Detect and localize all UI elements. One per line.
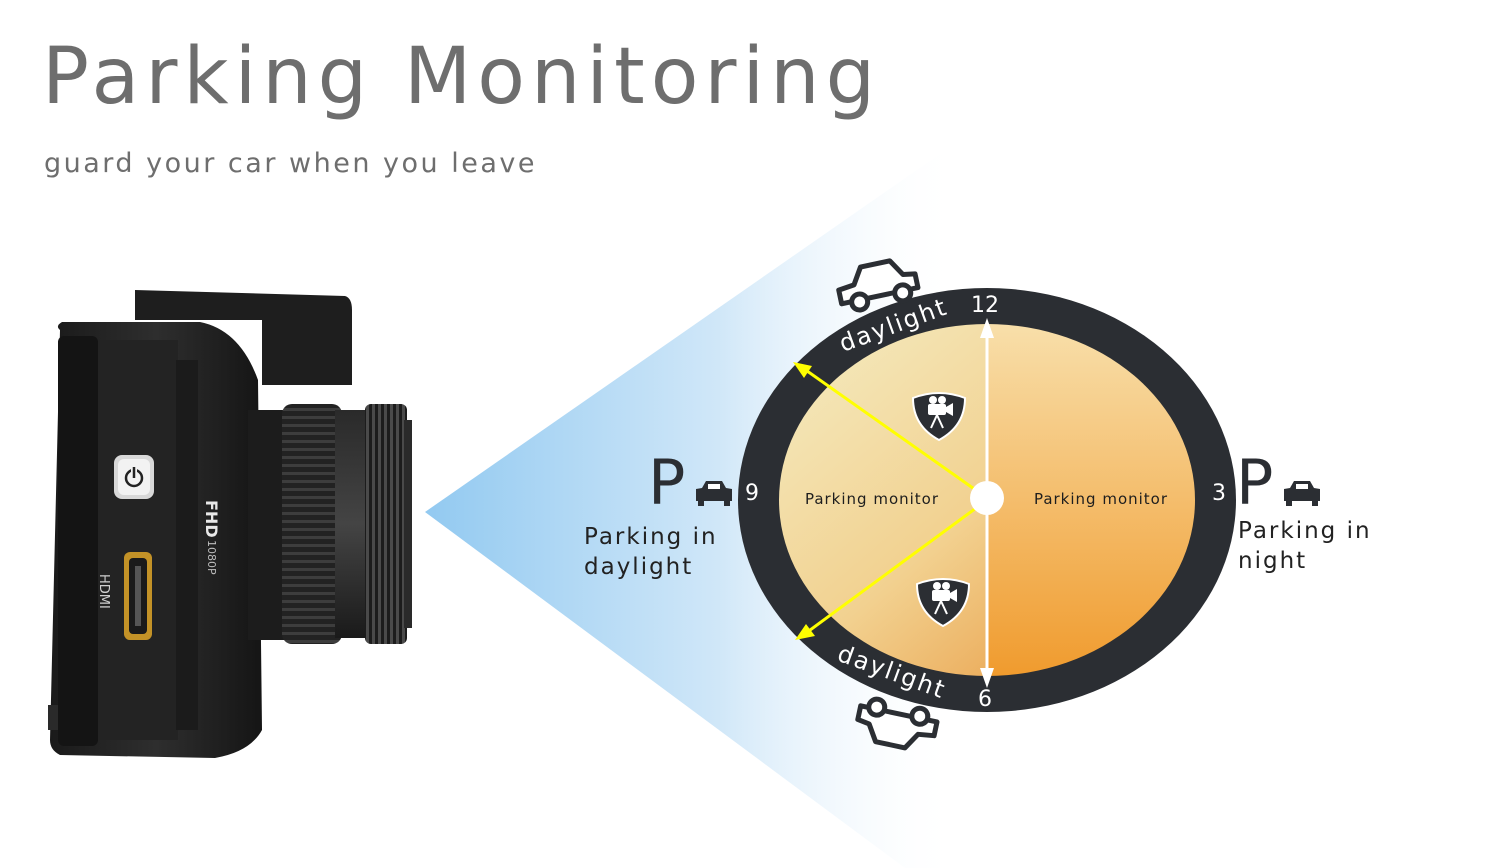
clock-hour-12: 12 [971, 293, 999, 318]
parking-p-day: P [648, 446, 685, 519]
parking-car-icon [1284, 481, 1320, 506]
parking-p-night: P [1236, 446, 1273, 519]
parking-clock: 12 3 6 9 daylight daylight Parking monit… [738, 288, 1236, 712]
clock-hour-6: 6 [978, 687, 992, 712]
parking-symbol-day: P [648, 446, 732, 519]
parking-night-line2: night [1238, 548, 1308, 574]
parking-symbol-night: P [1236, 446, 1320, 519]
car-icon-bottom [855, 696, 940, 751]
fhd-label: FHD [202, 500, 221, 538]
hdmi-label: HDMI [96, 574, 111, 609]
clock-hand-top [793, 362, 988, 500]
resolution-label: 1080P [205, 540, 218, 575]
clock-hand-bottom [795, 498, 988, 640]
view-beam [425, 140, 960, 868]
parking-monitor-right: Parking monitor [1034, 490, 1168, 508]
parking-night-line1: Parking in [1238, 518, 1372, 544]
car-icon-top [836, 258, 921, 313]
parking-night-label: Parking in night [1238, 516, 1372, 576]
parking-daylight-label: Parking in daylight [584, 522, 718, 582]
security-camera-shield-icon [911, 392, 967, 442]
parking-daylight-line2: daylight [584, 554, 694, 580]
dash-camera: HDMI FHD 1080P [48, 290, 412, 758]
power-icon[interactable] [124, 466, 144, 488]
page-title: Parking Monitoring [42, 32, 882, 122]
security-camera-shield-icon [915, 578, 971, 628]
parking-daylight-line1: Parking in [584, 524, 718, 550]
clock-hour-3: 3 [1212, 481, 1226, 506]
parking-car-icon [696, 481, 732, 506]
page-subtitle: guard your car when you leave [44, 148, 537, 179]
parking-monitor-left: Parking monitor [805, 490, 939, 508]
clock-hour-9: 9 [745, 481, 759, 506]
hdmi-port [124, 552, 152, 640]
